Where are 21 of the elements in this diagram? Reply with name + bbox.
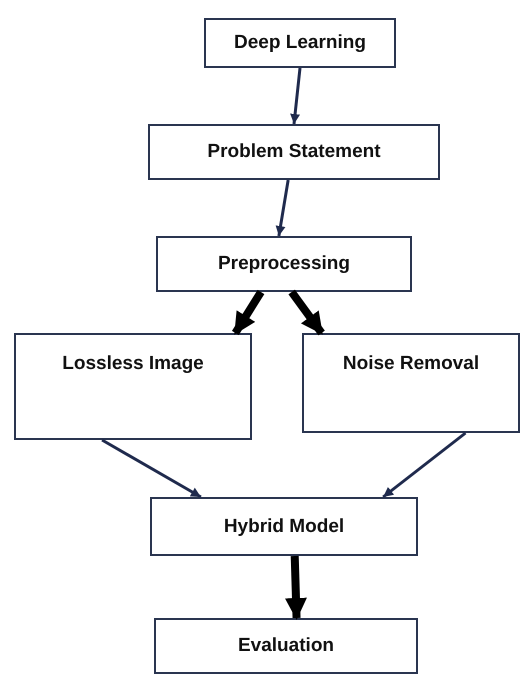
box-label: Lossless Image	[62, 353, 204, 375]
box-label: Problem Statement	[207, 141, 381, 163]
process-box	[302, 333, 520, 433]
process-box	[150, 497, 418, 556]
box-label: Noise Removal	[342, 353, 480, 375]
arrow	[276, 180, 290, 236]
arrow	[284, 556, 307, 620]
process-box	[204, 18, 396, 68]
arrow	[101, 438, 202, 498]
arrow	[290, 68, 302, 124]
process-box	[14, 333, 252, 440]
arrow	[288, 290, 325, 336]
process-box	[156, 236, 412, 292]
box-label: Hybrid Model	[224, 516, 344, 538]
box-label: Preprocessing	[218, 253, 350, 275]
process-box	[148, 124, 440, 180]
box-label: Evaluation	[238, 635, 334, 657]
process-box	[154, 618, 418, 674]
arrow	[382, 432, 466, 498]
box-label: Deep Learning	[234, 32, 366, 54]
arrow	[232, 290, 264, 336]
